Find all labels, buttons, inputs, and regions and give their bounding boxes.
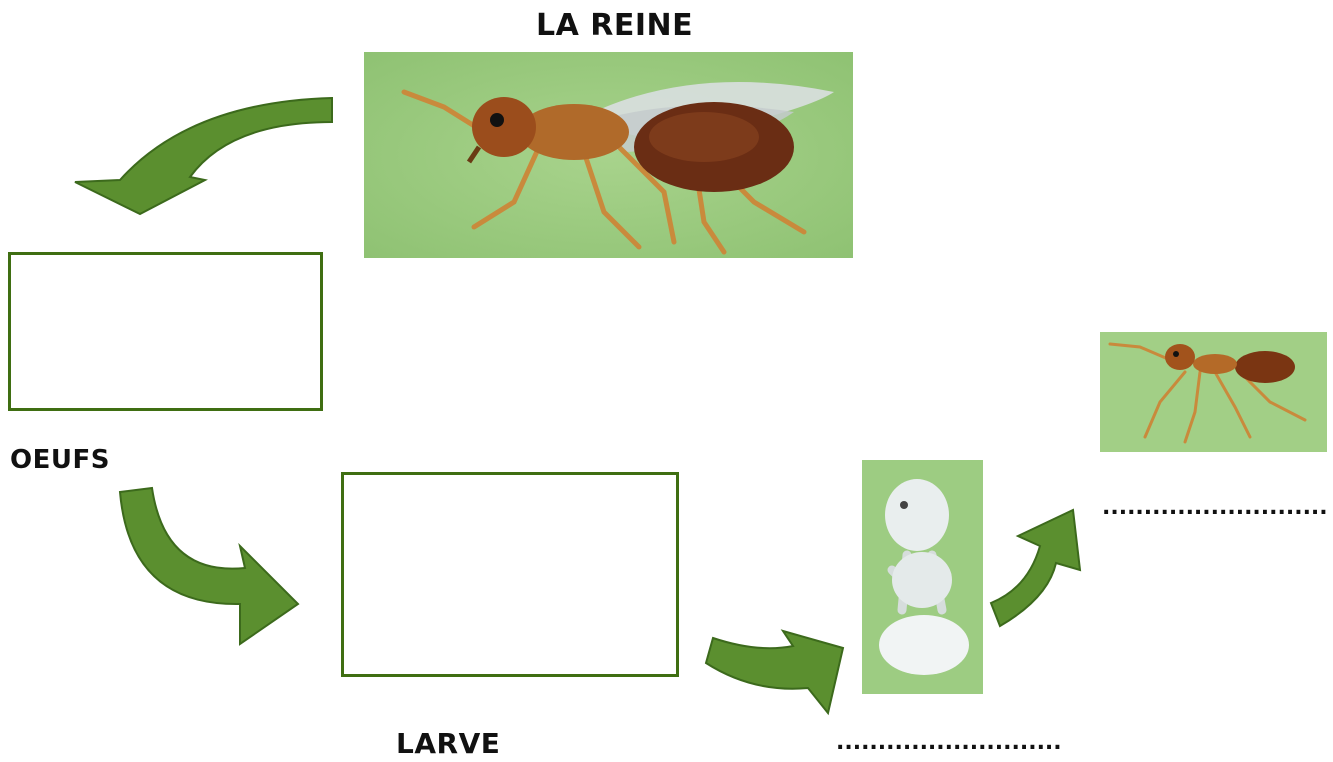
pupa-image <box>862 460 983 694</box>
larva-drawing-box[interactable] <box>341 472 679 677</box>
queen-title: LA REINE <box>536 8 693 43</box>
pupa-answer-blank[interactable]: ........................... <box>836 730 1062 755</box>
worker-ant-image <box>1100 332 1327 452</box>
eggs-drawing-box[interactable] <box>8 252 323 411</box>
adult-answer-blank[interactable]: ........................... <box>1102 495 1328 520</box>
queen-ant-image <box>364 52 853 258</box>
larva-label: LARVE <box>396 727 500 760</box>
arrow-larva-to-pupa-icon <box>703 628 848 718</box>
arrow-eggs-to-larva-icon <box>115 486 305 648</box>
eggs-label: OEUFS <box>10 445 110 475</box>
arrow-queen-to-eggs-icon <box>70 92 340 222</box>
arrow-pupa-to-adult-icon <box>988 508 1113 630</box>
